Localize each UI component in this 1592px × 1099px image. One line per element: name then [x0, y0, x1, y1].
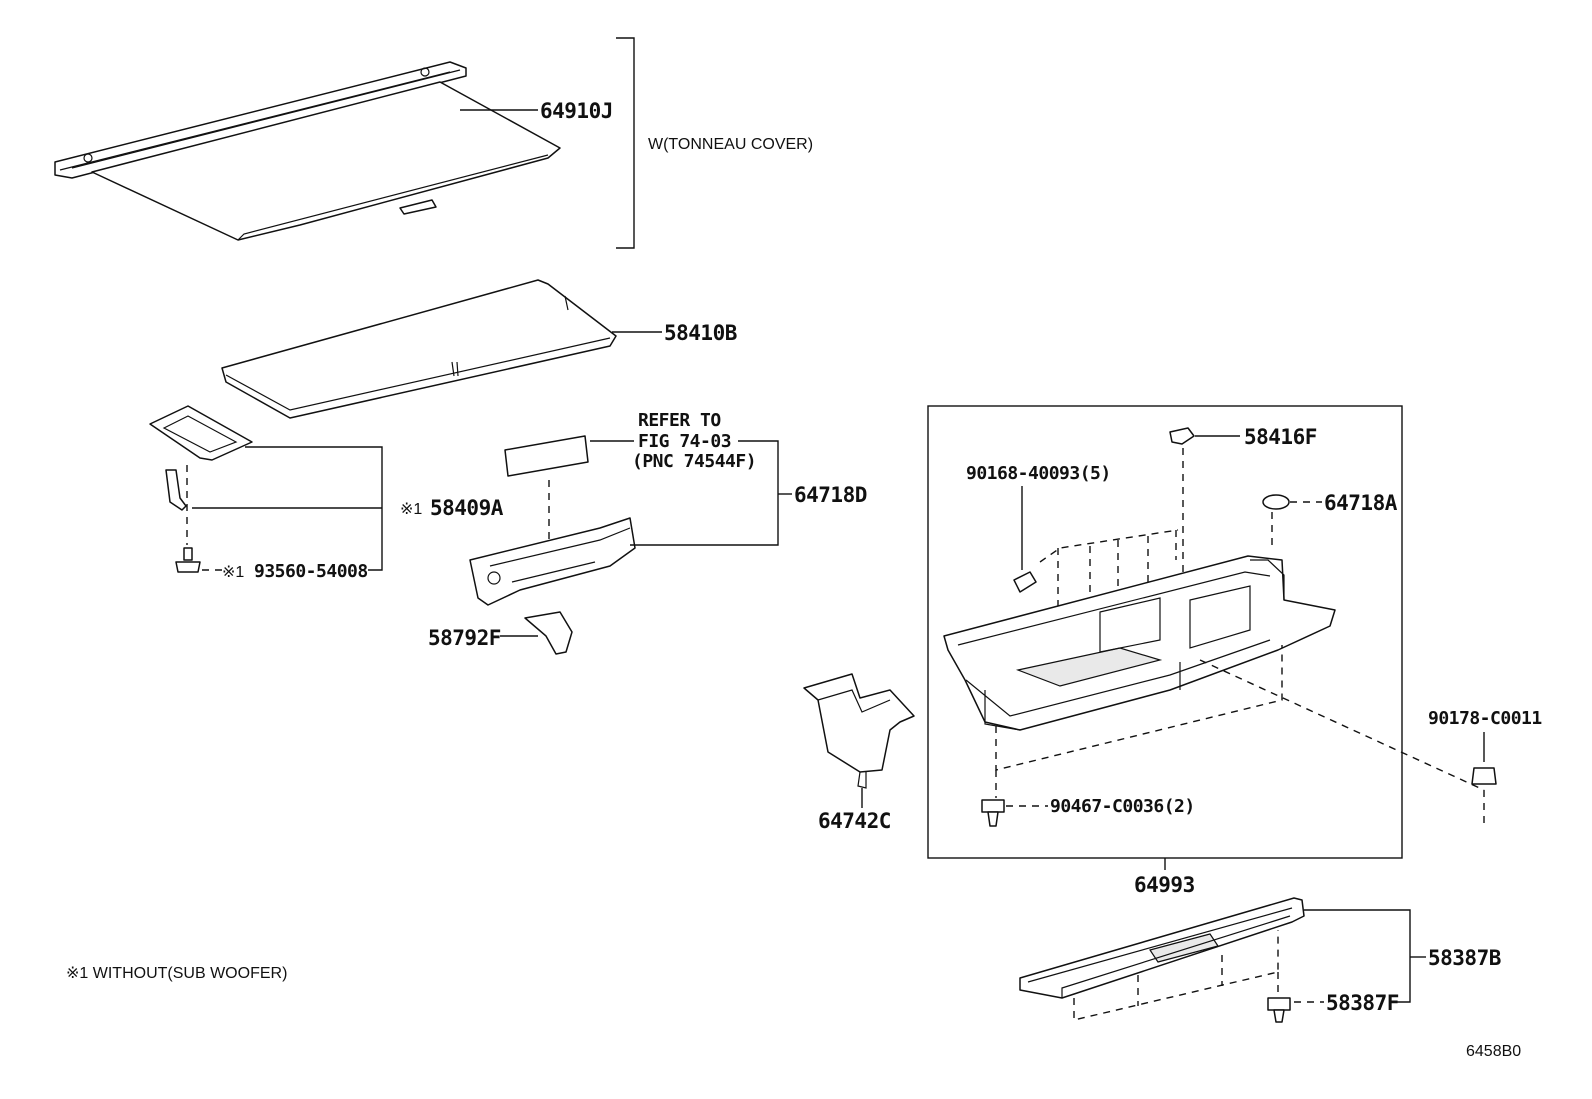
clip-58792F-illustration — [524, 611, 573, 655]
bracket-tonneau — [616, 37, 635, 249]
part-number-90178[interactable]: 90178-C0011 — [1428, 708, 1542, 729]
dash-90178 — [1199, 659, 1485, 791]
part-number-58416F[interactable]: 58416F — [1244, 425, 1317, 449]
scuff-plate-58387B-illustration — [1019, 897, 1305, 999]
dash-64993-bottom — [995, 645, 1283, 771]
part-number-64742C[interactable]: 64742C — [818, 809, 891, 833]
part-number-93560[interactable]: 93560-54008 — [254, 561, 368, 582]
part-number-58387B[interactable]: 58387B — [1428, 946, 1501, 970]
clip-90467-illustration — [981, 799, 1005, 827]
diagram-code: 6458B0 — [1466, 1043, 1521, 1060]
screw-93560-illustration — [175, 547, 201, 573]
nut-90178-illustration — [1471, 767, 1497, 785]
part-number-64718A[interactable]: 64718A — [1324, 491, 1398, 515]
bracket-58409A-illustration — [149, 405, 253, 511]
tonneau-cover-note: W(TONNEAU COVER) — [648, 136, 813, 153]
bracket-64718D — [630, 440, 779, 546]
part-number-90467[interactable]: 90467-C0036(2) — [1050, 796, 1195, 817]
part-number-58409A[interactable]: 58409A — [430, 496, 504, 520]
part-number-90168[interactable]: 90168-40093(5) — [966, 463, 1111, 484]
deck-board-illustration — [221, 279, 617, 419]
floor-trim-64993-illustration — [943, 555, 1336, 731]
clip-58387F-illustration — [1267, 997, 1291, 1023]
part-number-58792F[interactable]: 58792F — [428, 626, 501, 650]
note-mark-93560: ※1 — [222, 564, 244, 581]
note-mark-58409A: ※1 — [400, 501, 422, 518]
cap-58416F-illustration — [1169, 427, 1195, 445]
tonneau-cover-illustration — [54, 61, 561, 241]
part-number-64718D[interactable]: 64718D — [794, 483, 867, 507]
screw-90168-illustration — [1013, 571, 1037, 593]
panel-74544F-illustration — [504, 435, 589, 477]
cover-64718D-illustration — [469, 517, 636, 606]
bracket-58387B — [1304, 909, 1411, 1003]
box-64742C-illustration — [803, 673, 915, 789]
cap-64718A-illustration — [1262, 494, 1290, 510]
scuff-plate-dash-guides — [1073, 930, 1279, 1021]
refer-line-2: FIG 74-03 — [638, 431, 731, 452]
part-number-58410B[interactable]: 58410B — [664, 321, 737, 345]
part-number-64910J[interactable]: 64910J — [540, 99, 613, 123]
part-number-58387F[interactable]: 58387F — [1326, 991, 1399, 1015]
footnote-sub-woofer: ※1 WITHOUT(SUB WOOFER) — [66, 965, 287, 982]
refer-line-3: (PNC 74544F) — [632, 451, 756, 472]
refer-line-1: REFER TO — [638, 410, 721, 431]
part-number-64993[interactable]: 64993 — [1134, 873, 1195, 897]
